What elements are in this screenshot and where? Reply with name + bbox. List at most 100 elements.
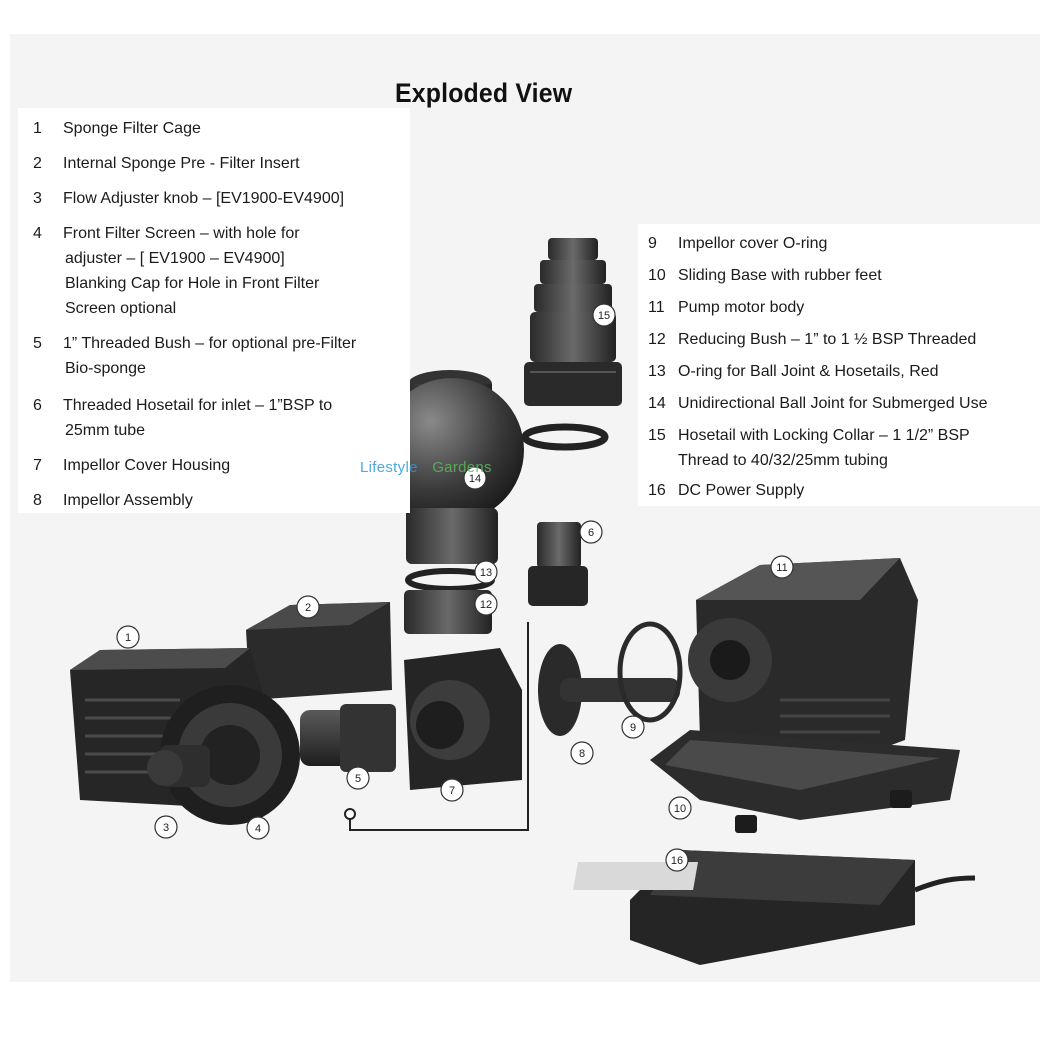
legend-item-text: Impellor Cover Housing: [63, 457, 231, 474]
callout-circle: [579, 520, 603, 544]
callout-6: 6: [579, 520, 603, 544]
callout-number: 15: [598, 310, 610, 322]
callout-circle: [440, 778, 464, 802]
callout-number: 8: [579, 748, 585, 760]
legend-item-number: 10: [648, 267, 666, 284]
callout-3: 3: [154, 815, 178, 839]
callout-circle: [570, 741, 594, 765]
impellor-assembly-part: [538, 644, 680, 736]
legend-item-text: Impellor cover O-ring: [678, 235, 828, 252]
legend-item-text: Screen optional: [65, 300, 177, 317]
legend-item-text: Blanking Cap for Hole in Front Filter: [65, 275, 320, 292]
legend-left-panel: [18, 108, 410, 513]
legend-item-number: 15: [648, 427, 666, 444]
legend-item-number: 1: [33, 120, 42, 137]
callout-number: 16: [671, 855, 683, 867]
legend-item-text: Hosetail with Locking Collar – 1 1/2” BS…: [678, 427, 970, 444]
callout-circle: [474, 560, 498, 584]
dc-power-supply-part: [573, 850, 976, 965]
callout-10: 10: [668, 796, 692, 820]
callout-number: 7: [449, 785, 455, 797]
watermark-left-text: Lifestyle: [360, 459, 418, 476]
legend-item-number: 13: [648, 363, 666, 380]
callout-circle: [770, 555, 794, 579]
callout-circle: [346, 766, 370, 790]
legend-item-number: 3: [33, 190, 42, 207]
callout-number: 12: [480, 599, 492, 611]
watermark-right-text: Gardens: [432, 459, 492, 476]
pump-motor-body-part: [688, 558, 918, 760]
callout-1: 1: [116, 625, 140, 649]
legend-item-text: adjuster – [ EV1900 – EV4900]: [65, 250, 285, 267]
callout-circle: [668, 796, 692, 820]
legend-item-text: 1” Threaded Bush – for optional pre-Filt…: [63, 335, 357, 352]
callout-number: 3: [163, 822, 169, 834]
inlet-hosetail-part: [528, 522, 588, 606]
diagram-title: Exploded View: [395, 78, 573, 108]
hosetail-locking-collar-part: [524, 238, 622, 406]
callout-number: 2: [305, 602, 311, 614]
legend-item-text: Internal Sponge Pre - Filter Insert: [63, 155, 300, 172]
legend-item-text: Sliding Base with rubber feet: [678, 267, 882, 284]
callout-13: 13: [474, 560, 498, 584]
threaded-bush-part: [300, 704, 396, 772]
callout-7: 7: [440, 778, 464, 802]
callout-number: 1: [125, 632, 131, 644]
callout-circle: [463, 466, 487, 490]
callout-11: 11: [770, 555, 794, 579]
legend-item-number: 12: [648, 331, 666, 348]
callout-15: 15: [592, 303, 616, 327]
callout-number: 5: [355, 773, 361, 785]
watermark-logo: Lifestyle Gardens: [360, 459, 492, 476]
o-ring-upper-part: [521, 423, 609, 451]
reducing-bush-part: [404, 590, 492, 634]
legend-item-text: Flow Adjuster knob – [EV1900-EV4900]: [63, 190, 345, 207]
connector-line: [349, 622, 529, 831]
callout-circle: [116, 625, 140, 649]
legend-item-text: Bio-sponge: [65, 360, 146, 377]
callout-9: 9: [621, 715, 645, 739]
callout-circle: [154, 815, 178, 839]
legend-item-text: Sponge Filter Cage: [63, 120, 201, 137]
legend-item-number: 9: [648, 235, 657, 252]
legend-item-text: Threaded Hosetail for inlet – 1”BSP to: [63, 397, 333, 414]
callout-circle: [296, 595, 320, 619]
impellor-cover-housing-part: [404, 648, 522, 790]
callout-4: 4: [246, 816, 270, 840]
impellor-o-ring-part: [617, 621, 683, 723]
callout-12: 12: [474, 592, 498, 616]
callout-number: 6: [588, 527, 594, 539]
callout-circle: [621, 715, 645, 739]
legend-item-text: O-ring for Ball Joint & Hosetails, Red: [678, 363, 939, 380]
legend-item-number: 5: [33, 335, 42, 352]
legend-item-text: Thread to 40/32/25mm tubing: [678, 452, 888, 469]
callout-number: 14: [469, 473, 481, 485]
callout-number: 13: [480, 567, 492, 579]
ball-joint-part: [380, 370, 524, 564]
legend-item-number: 7: [33, 457, 42, 474]
callout-circle: [592, 303, 616, 327]
flow-adjuster-knob-part: [147, 745, 210, 787]
legend-item-number: 16: [648, 482, 666, 499]
callout-number: 9: [630, 722, 636, 734]
legend-right-panel: [638, 224, 1040, 506]
callout-5: 5: [346, 766, 370, 790]
sliding-base-part: [650, 730, 960, 833]
callout-number: 4: [255, 823, 261, 835]
callout-16: 16: [665, 848, 689, 872]
legend-item-text: Front Filter Screen – with hole for: [63, 225, 300, 242]
callout-14: 14: [463, 466, 487, 490]
legend-item-text: DC Power Supply: [678, 482, 805, 499]
legend-item-number: 4: [33, 225, 42, 242]
callout-number: 11: [776, 562, 787, 574]
callout-2: 2: [296, 595, 320, 619]
legend-item-number: 2: [33, 155, 42, 172]
legend-item-text: Impellor Assembly: [63, 492, 193, 509]
legend-item-number: 11: [648, 299, 665, 316]
callout-number: 10: [674, 803, 686, 815]
callout-circle: [665, 848, 689, 872]
legend-item-text: 25mm tube: [65, 422, 146, 439]
legend-item-text: Reducing Bush – 1” to 1 ½ BSP Threaded: [678, 331, 977, 348]
